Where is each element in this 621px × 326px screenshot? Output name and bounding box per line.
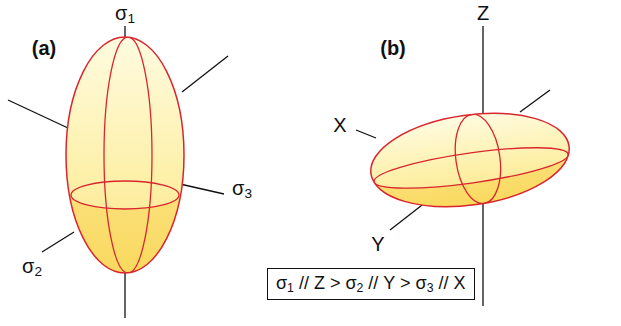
caption-box: σ1 // Z > σ2 // Y > σ3 // X [267,268,475,300]
ellipsoid-a [55,37,195,285]
ellipsoid-b [360,101,581,224]
caption-text: σ1 // Z > σ2 // Y > σ3 // X [276,273,466,295]
axis-label: X [333,115,346,135]
panel-letter: (a) [32,38,56,58]
axis-label: σ1 [115,3,135,23]
panel-letter: (b) [380,38,406,58]
axis-label: σ2 [22,256,42,276]
axis-label: Z [477,3,489,23]
axis-label: Y [371,234,384,254]
axis-label: σ3 [232,178,252,198]
